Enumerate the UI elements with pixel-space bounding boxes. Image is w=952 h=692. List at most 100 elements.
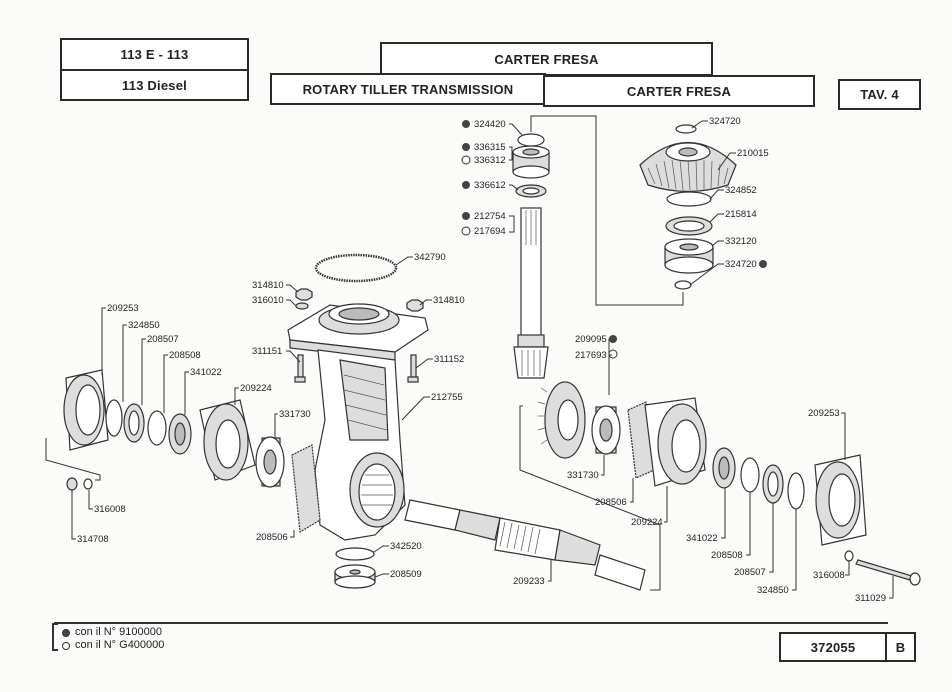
title-it-top-box: CARTER FRESA — [380, 42, 713, 76]
part-label: 210015 — [737, 148, 769, 159]
o-ring-342520 — [335, 547, 375, 561]
marker-filled-icon — [759, 260, 767, 268]
part-label: 217693 — [575, 350, 607, 361]
part-label: 209224 — [240, 383, 272, 394]
part-label: 324850 — [757, 585, 789, 596]
part-label: 209224 — [631, 517, 663, 528]
spacer-215814 — [665, 216, 713, 236]
revision-box: B — [885, 632, 916, 662]
title-it-label: CARTER FRESA — [626, 83, 732, 99]
pinion-shaft-212754 — [513, 207, 549, 379]
bearing-336315 — [512, 145, 550, 179]
crown-gear-210015 — [639, 142, 737, 193]
seal-208508-right — [740, 457, 760, 493]
ring-324852 — [666, 191, 712, 207]
marker-open-icon — [608, 349, 618, 359]
part-label: 208509 — [390, 569, 422, 580]
flange-209224-right — [644, 397, 707, 487]
seal-208507-left — [123, 403, 145, 443]
o-ring-342790 — [314, 253, 398, 283]
legend-text: con il N° G400000 — [75, 639, 165, 651]
seal-341022-left — [168, 413, 192, 455]
part-label: 336312 — [474, 155, 506, 166]
part-label: 316008 — [94, 504, 126, 515]
title-it-box: CARTER FRESA — [543, 75, 815, 107]
washer-316008-left — [83, 478, 93, 490]
part-label: 314810 — [252, 280, 284, 291]
flange-209224-left — [199, 399, 256, 481]
part-label: 217694 — [474, 226, 506, 237]
part-label: 208507 — [734, 567, 766, 578]
washer-316010 — [295, 302, 309, 310]
model-box-bottom: 113 Diesel — [60, 69, 249, 101]
ring-324850-left — [105, 399, 123, 437]
part-labels: 324420 336315 336312 336612 212754 21769… — [77, 116, 886, 604]
bearing-331730-right — [591, 405, 621, 455]
bolt-311152 — [407, 354, 419, 383]
pinion-gear-209095 — [537, 381, 586, 459]
part-label: 209233 — [513, 576, 545, 587]
revision-letter: B — [895, 639, 906, 655]
nut-314810-left — [295, 288, 313, 301]
legend: con il N° 9100000 con il N° G400000 — [62, 626, 164, 652]
part-label: 331730 — [279, 409, 311, 420]
snap-ring-324720-top — [675, 124, 697, 134]
part-label: 341022 — [190, 367, 222, 378]
part-label: 314708 — [77, 534, 109, 545]
cover-209253-left — [63, 369, 109, 451]
filled-circle-icon — [62, 628, 70, 637]
part-label: 311151 — [252, 346, 282, 357]
part-label: 336612 — [474, 180, 506, 191]
part-label: 324852 — [725, 185, 757, 196]
legend-text: con il N° 9100000 — [75, 626, 162, 638]
seal-341022-right — [712, 447, 736, 489]
bearing-332120 — [664, 238, 714, 274]
part-label: 341022 — [686, 533, 718, 544]
part-label: 208507 — [147, 334, 179, 345]
title-en-label: ROTARY TILLER TRANSMISSION — [302, 81, 514, 97]
output-shaft-209233 — [404, 499, 646, 591]
seal-208507-right — [762, 464, 784, 504]
table-number-box: TAV. 4 — [838, 79, 921, 110]
bolt-311029 — [855, 559, 921, 586]
part-label: 209253 — [808, 408, 840, 419]
part-label: 311152 — [434, 354, 464, 365]
cover-209253-right — [814, 454, 867, 546]
part-label: 212754 — [474, 211, 506, 222]
snap-ring-324720-bottom — [674, 280, 692, 290]
cap-208509 — [334, 564, 376, 589]
bolt-311151 — [294, 354, 306, 383]
part-label: 324850 — [128, 320, 160, 331]
washer-336612 — [515, 184, 547, 198]
marker-filled-icon — [462, 143, 470, 151]
title-it-top-label: CARTER FRESA — [494, 51, 599, 67]
washer-316008-right — [844, 550, 854, 562]
model-bottom-label: 113 Diesel — [122, 77, 187, 93]
part-label: 342790 — [414, 252, 446, 263]
part-label: 208508 — [169, 350, 201, 361]
drawing-number: 372055 — [810, 639, 856, 655]
part-label: 314810 — [433, 295, 465, 306]
marker-open-icon — [461, 226, 471, 236]
part-label: 316008 — [813, 570, 845, 581]
gasket-208506-left — [291, 444, 321, 533]
part-label: 208506 — [256, 532, 288, 543]
title-en-box: ROTARY TILLER TRANSMISSION — [270, 73, 546, 105]
part-label: 324720 — [725, 259, 757, 270]
marker-filled-icon — [462, 212, 470, 220]
legend-item-filled: con il N° 9100000 — [62, 626, 164, 639]
marker-filled-icon — [609, 335, 617, 343]
nut-314708 — [66, 477, 78, 491]
legend-bracket — [52, 623, 58, 651]
seal-208508-left — [147, 410, 167, 446]
part-label: 215814 — [725, 209, 757, 220]
marker-filled-icon — [462, 120, 470, 128]
bearing-331730-left — [255, 436, 285, 488]
part-label: 209095 — [575, 334, 607, 345]
drawing-number-box: 372055 — [779, 632, 887, 662]
gearbox-housing-212755 — [287, 303, 429, 541]
marker-open-icon — [461, 155, 471, 165]
model-box-top: 113 E - 113 — [60, 38, 249, 71]
nut-314810-right — [406, 299, 424, 312]
